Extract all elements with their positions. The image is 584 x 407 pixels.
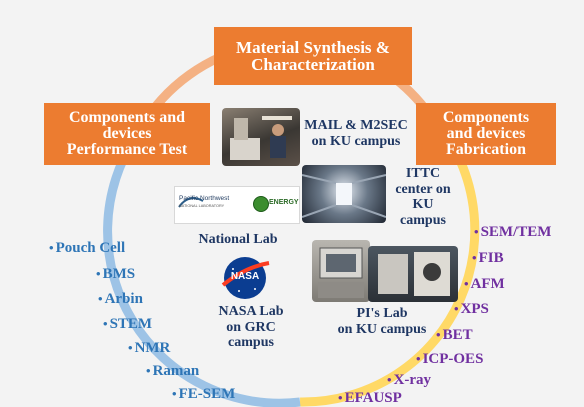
pnnl-logo-text: Pacific Northwest [179, 195, 230, 202]
pi-lab-photo-1 [312, 240, 370, 302]
mail-m2sec-label: MAIL & M2SEC on KU campus [304, 118, 408, 149]
list-item: •ICP-OES [416, 351, 484, 367]
list-item-label: BET [442, 327, 473, 343]
performance-test-box: Components and devices Performance Test [44, 103, 210, 165]
list-item-label: EFAUSP [344, 390, 402, 406]
pnnl-doe-logo: Pacific Northwest NATIONAL LABORATORY EN… [174, 186, 300, 224]
list-item: •SEM/TEM [474, 224, 552, 240]
list-item: •Raman [146, 363, 200, 379]
pnnl-logo-subtext: NATIONAL LABORATORY [179, 204, 225, 208]
list-item-label: X-ray [393, 372, 432, 388]
pnnl-logo-mark [178, 197, 204, 208]
list-item-label: XPS [460, 301, 489, 317]
list-item: •Arbin [98, 291, 143, 307]
nasa-logo: NASA [219, 255, 271, 301]
list-item-label: Arbin [104, 291, 143, 307]
list-item-label: Raman [152, 363, 200, 379]
national-lab-label: National Lab [198, 232, 278, 247]
list-item: •Pouch Cell [49, 240, 126, 256]
list-item-label: SEM/TEM [480, 224, 552, 240]
list-item-label: FE-SEM [178, 386, 236, 402]
doe-logo-text: ENERGY [269, 199, 299, 206]
list-item: •FIB [472, 250, 504, 266]
list-item-label: Pouch Cell [55, 240, 126, 256]
list-item-label: BMS [102, 266, 136, 282]
list-item: •EFAUSP [338, 390, 402, 406]
list-item: •FE-SEM [172, 386, 236, 402]
ittc-cleanroom-photo [302, 165, 386, 223]
list-item: •STEM [103, 316, 153, 332]
ittc-center-label: ITTC center on KU campus [395, 166, 451, 229]
list-item-label: FIB [478, 250, 504, 266]
material-synthesis-box: Material Synthesis & Characterization [214, 27, 412, 85]
list-item: •AFM [464, 276, 505, 292]
ring-segment-left [103, 132, 301, 407]
list-item: •NMR [128, 340, 171, 356]
doe-seal-icon [253, 196, 269, 212]
list-item-label: NMR [134, 340, 171, 356]
list-item-label: STEM [109, 316, 153, 332]
pi-lab-photo-2 [368, 246, 458, 302]
list-item-label: AFM [470, 276, 505, 292]
list-item: •BET [436, 327, 473, 343]
list-item: •X-ray [387, 372, 432, 388]
fabrication-box: Components and devices Fabrication [416, 103, 556, 165]
nasa-lab-label: NASA Lab on GRC campus [218, 304, 284, 351]
pi-lab-label: PI's Lab on KU campus [337, 306, 427, 337]
mail-lab-photo [222, 108, 300, 166]
list-item: •XPS [454, 301, 489, 317]
list-item-label: ICP-OES [422, 351, 484, 367]
nasa-logo-text: NASA [230, 271, 260, 282]
list-item: •BMS [96, 266, 136, 282]
